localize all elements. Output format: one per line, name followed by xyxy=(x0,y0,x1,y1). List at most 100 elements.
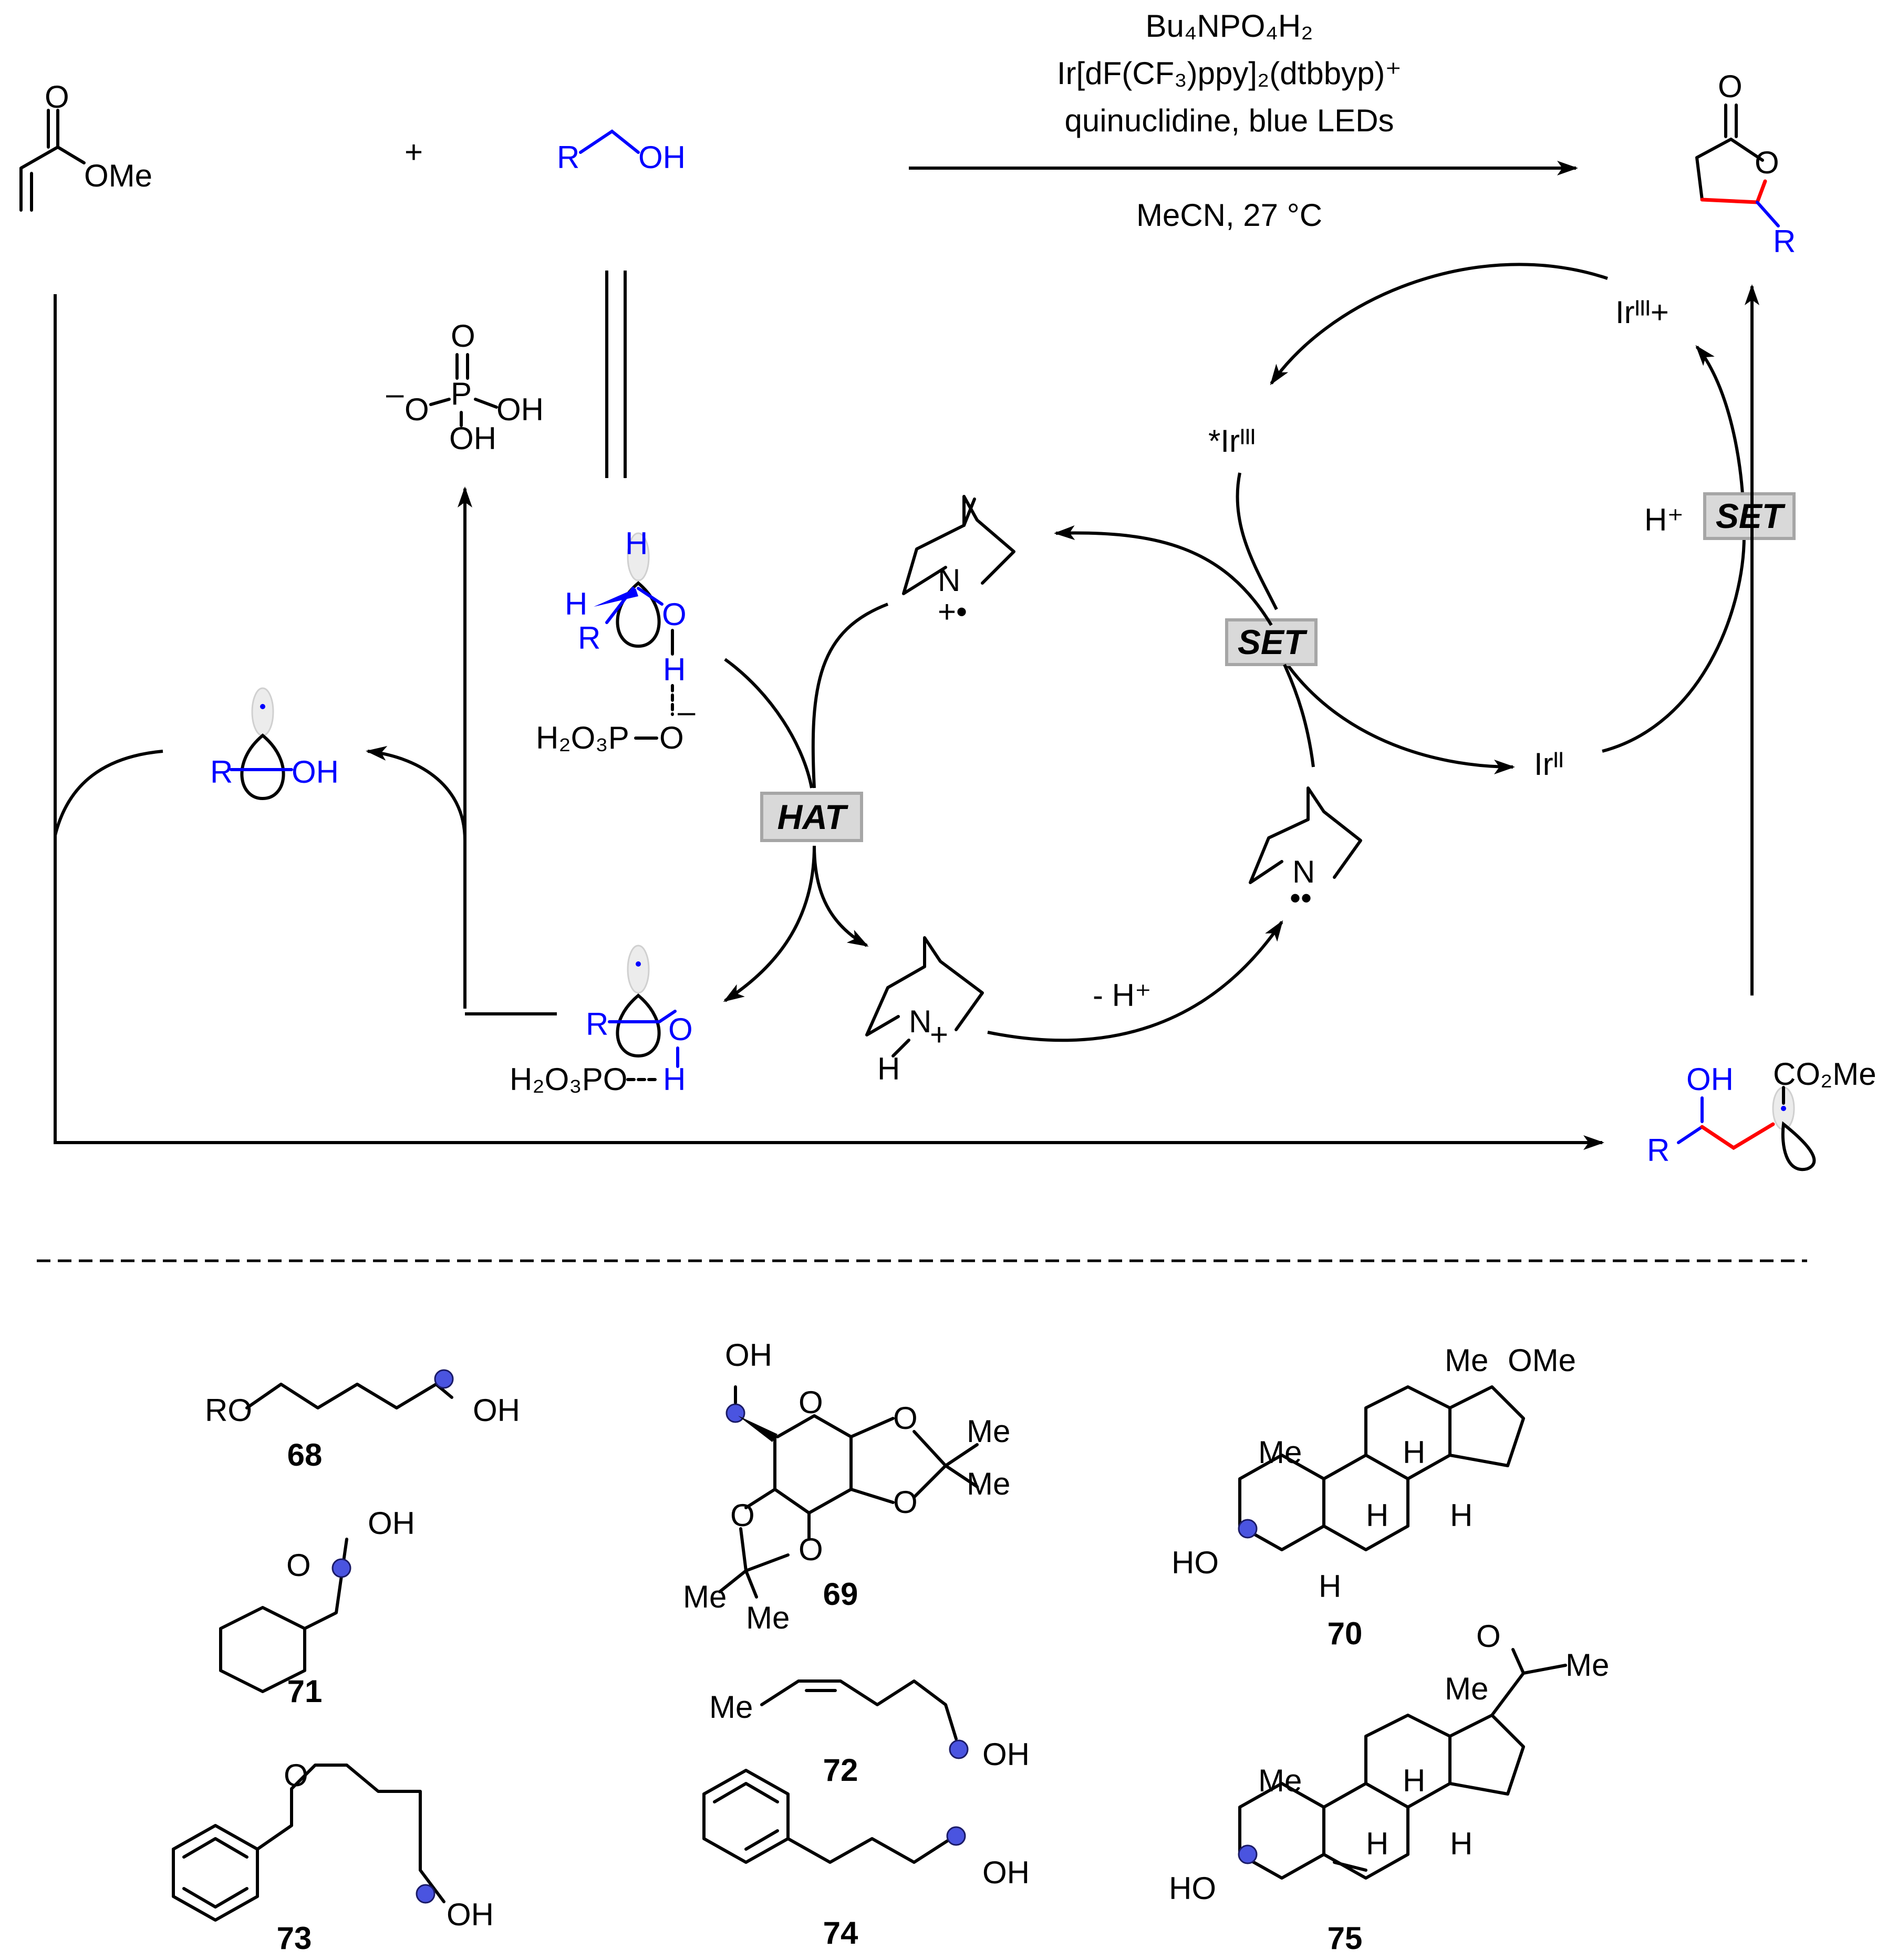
ir-excitation-arrow xyxy=(1270,263,1608,386)
adduct-radical: OH R CO₂Me xyxy=(1647,1056,1876,1171)
lactone-product: O O R xyxy=(1695,69,1796,259)
s70-reactive-site xyxy=(1238,1519,1258,1539)
s70-h2: H xyxy=(1366,1498,1388,1533)
compound-label-69: 69 xyxy=(823,1577,858,1612)
quin-h-h: H xyxy=(877,1051,900,1086)
orbital-lobe-top xyxy=(627,532,650,582)
s70-h4: H xyxy=(1319,1569,1341,1604)
s69-oh: OH xyxy=(725,1337,772,1373)
s71-ring-o: O xyxy=(286,1548,311,1583)
quinuclidine-neutral: N •• xyxy=(1249,786,1362,916)
compound-label-73: 73 xyxy=(277,1921,312,1956)
s70-me-left: Me xyxy=(1258,1435,1302,1470)
s69-o3: O xyxy=(893,1485,918,1520)
s70-ome: OMe xyxy=(1508,1343,1576,1378)
primary-alcohol: R OH xyxy=(557,129,686,175)
substrate-73: O OH 73 xyxy=(172,1758,494,1956)
s70-me-top: Me xyxy=(1445,1343,1488,1378)
complex-h-top: H xyxy=(625,526,648,561)
adduct-radical-dot xyxy=(1781,1106,1786,1111)
adduct-co2me: CO₂Me xyxy=(1773,1056,1876,1092)
compound-label-72: 72 xyxy=(823,1752,858,1788)
deprotonation-arrow xyxy=(987,920,1283,1042)
giese-addition-arrow xyxy=(54,294,1604,1150)
hat-label-box xyxy=(760,792,863,842)
lactone-ring-o: O xyxy=(1755,145,1779,180)
s73-o: O xyxy=(284,1758,308,1793)
methyl-acrylate: O OMe xyxy=(19,79,152,212)
complex-r: R xyxy=(578,620,600,656)
ir-ii: Irᴵᴵ xyxy=(1534,746,1564,782)
alpha-hydroxy-radical: R OH xyxy=(210,687,339,801)
set-label-center: SET xyxy=(1238,623,1308,661)
s74-oh: OH xyxy=(982,1855,1030,1890)
lactone-carbonyl-o: O xyxy=(1718,69,1743,104)
quin-cation-n: N xyxy=(938,563,960,598)
s75-h3: H xyxy=(1450,1826,1473,1861)
rc-h: H xyxy=(663,1062,686,1097)
complex-h-left: H xyxy=(565,586,587,621)
s68-ro: RO xyxy=(205,1393,252,1428)
phosphate-minus: – xyxy=(386,376,404,411)
alcohol-phosphate-complex: H H R O H H H₂O₃P O – xyxy=(536,526,696,755)
wedge-bond xyxy=(594,588,638,607)
reaction-conditions: Bu₄NPO₄H₂ Ir[dF(CF₃)ppy]₂(dtbbyp)⁺ quinu… xyxy=(909,8,1578,233)
compound-label-71: 71 xyxy=(287,1674,323,1709)
complex-o-low: O xyxy=(659,720,684,755)
complex-h-mid: H xyxy=(663,652,686,687)
rc-radical-dot xyxy=(636,961,641,967)
ir-iii-excited: *Irᴵᴵᴵ xyxy=(1208,423,1256,459)
conditions-photocatalyst: Ir[dF(CF₃)ppy]₂(dtbbyp)⁺ xyxy=(1057,56,1402,91)
s72-oh: OH xyxy=(982,1737,1030,1772)
substrate-74: OH 74 xyxy=(702,1769,1030,1951)
substrate-72: Me OH 72 xyxy=(709,1679,1030,1788)
s70-ho: HO xyxy=(1171,1545,1219,1580)
quin-h-plus: + xyxy=(930,1017,948,1052)
complex-to-hat-arrow xyxy=(724,658,813,789)
dihydrogen-phosphate: O P O – OH OH xyxy=(386,318,544,456)
radical-addition-arc xyxy=(54,750,163,836)
quin-h-n: N xyxy=(909,1004,931,1039)
acrylate-ome: OMe xyxy=(84,158,152,193)
s69-reactive-site xyxy=(725,1403,745,1423)
phosphate-p: P xyxy=(451,376,472,411)
plus-sign: + xyxy=(405,134,423,170)
radical-r: R xyxy=(210,754,233,790)
compound-label-70: 70 xyxy=(1328,1616,1363,1651)
substrate-71: O OH 71 xyxy=(219,1506,415,1709)
rc-orbital-top xyxy=(627,945,650,994)
s75-acetyl-me: Me xyxy=(1565,1647,1609,1683)
s69-me2: Me xyxy=(967,1466,1010,1501)
s75-carbonyl-o: O xyxy=(1476,1619,1501,1654)
s75-reactive-site xyxy=(1238,1844,1258,1864)
s75-ho: HO xyxy=(1169,1871,1216,1906)
s72-me: Me xyxy=(709,1689,753,1725)
s70-h1: H xyxy=(1403,1435,1425,1470)
s75-me-top: Me xyxy=(1445,1671,1488,1706)
s71-oh: OH xyxy=(368,1506,415,1541)
complex-h2o3p: H₂O₃P xyxy=(536,720,629,755)
s69-o2: O xyxy=(893,1401,918,1436)
s69-me4: Me xyxy=(746,1600,790,1635)
compound-label-74: 74 xyxy=(823,1915,858,1951)
s71-reactive-site xyxy=(331,1558,351,1578)
compound-label-68: 68 xyxy=(287,1437,323,1472)
hat-to-quin-h-arrow xyxy=(813,845,869,947)
s69-o4: O xyxy=(730,1498,755,1533)
hat-label: HAT xyxy=(777,797,848,836)
hat-to-radical-arrow xyxy=(723,845,816,1002)
substrate-70: Me Me OMe H H H H HO 70 xyxy=(1171,1343,1576,1651)
s70-h3: H xyxy=(1450,1498,1473,1533)
adduct-orbital-bottom xyxy=(1781,1121,1816,1171)
conditions-solvent-temp: MeCN, 27 °C xyxy=(1136,198,1322,233)
minus-proton-label: - H⁺ xyxy=(1093,978,1152,1013)
quin-cation-charge: +• xyxy=(938,594,967,629)
radical-orbital-top xyxy=(251,687,274,737)
phosphate-oh-right: OH xyxy=(496,392,544,427)
s68-reactive-site xyxy=(434,1369,454,1389)
adduct-oh: OH xyxy=(1686,1062,1734,1097)
set-label-box-center xyxy=(1225,618,1318,666)
complex-o: O xyxy=(662,597,687,632)
ir-star-to-set-arrow xyxy=(1236,472,1278,610)
s73-reactive-site xyxy=(416,1884,436,1904)
